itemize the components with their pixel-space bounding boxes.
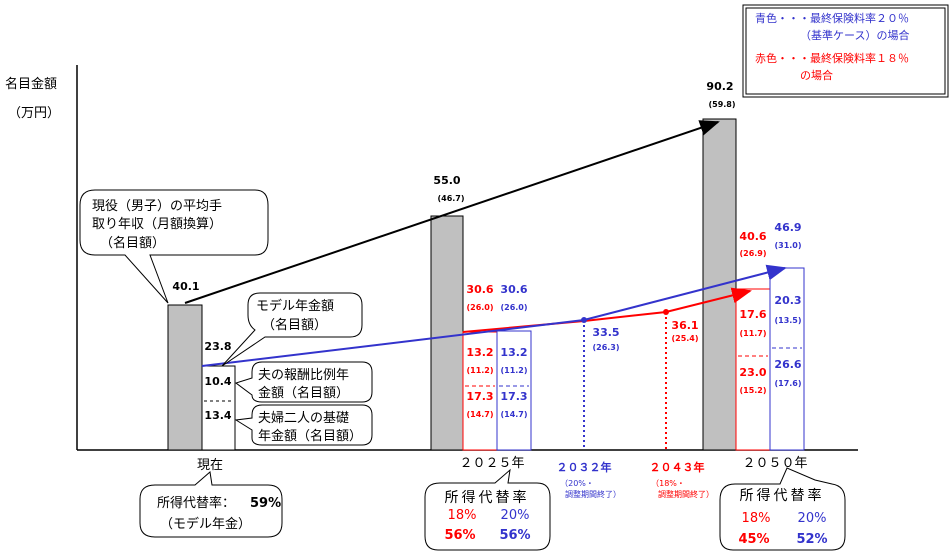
- svg-text:18%: 18%: [742, 511, 771, 526]
- label-2050-red-basic-real: (15.2): [739, 386, 766, 395]
- callout-proportional: 夫の報酬比例年 金額（名目額）: [234, 361, 373, 403]
- bar-2025-red: [462, 331, 498, 451]
- x-label-now: 現在: [197, 458, 223, 473]
- svg-text:45%: 45%: [738, 532, 769, 547]
- label-2050-blue-total: 46.9: [774, 221, 801, 234]
- replacement-2050: 所得代替率 18% 20% 45% 52%: [719, 467, 846, 551]
- label-2025-blue-total-real: (26.0): [500, 303, 527, 312]
- svg-text:20%: 20%: [501, 508, 530, 523]
- svg-text:夫の報酬比例年: 夫の報酬比例年: [258, 368, 349, 383]
- svg-text:52%: 52%: [796, 532, 827, 547]
- svg-text:年金額（名目額）: 年金額（名目額）: [258, 428, 362, 444]
- label-2025-income: 55.0: [433, 174, 460, 187]
- label-2025-blue-basic-real: (14.7): [500, 410, 527, 419]
- label-2025-red-prop-real: (11.2): [466, 366, 493, 375]
- svg-text:（名目額）: （名目額）: [100, 235, 165, 251]
- svg-text:56%: 56%: [444, 528, 475, 543]
- bar-2050-blue: [769, 267, 805, 451]
- bar-current-model: [201, 365, 236, 451]
- y-axis-unit: （万円）: [8, 106, 60, 121]
- label-2025-red-basic-real: (14.7): [466, 410, 493, 419]
- x-label-2025: ２０２５年: [459, 456, 524, 471]
- svg-text:56%: 56%: [499, 528, 530, 543]
- label-2025-blue-prop: 13.2: [500, 346, 527, 359]
- label-2025-blue-basic: 17.3: [500, 390, 527, 403]
- label-2025-blue-prop-real: (11.2): [500, 366, 527, 375]
- note-2032-1: （20%・: [560, 479, 594, 488]
- label-2025-red-total-real: (26.0): [466, 303, 493, 312]
- label-2025-red-basic: 17.3: [466, 390, 493, 403]
- label-2025-red-total: 30.6: [466, 283, 493, 296]
- label-2050-red-prop: 17.6: [739, 308, 766, 321]
- note-2043-2: 調整期間終了）: [658, 489, 714, 499]
- label-2050-red-total-real: (26.9): [739, 249, 766, 258]
- bar-2025-income: [430, 215, 464, 451]
- legend-red-1: 赤色・・・最終保険料率１８％: [755, 51, 909, 65]
- svg-text:所得代替率：: 所得代替率：: [157, 495, 235, 511]
- legend-box: [742, 4, 949, 98]
- label-2025-blue-total: 30.6: [500, 283, 527, 296]
- label-2025-income-real: (46.7): [437, 194, 464, 203]
- svg-text:現役（男子）の平均手: 現役（男子）の平均手: [92, 199, 222, 214]
- svg-text:（名目額）: （名目額）: [262, 317, 327, 333]
- bar-2025-blue: [496, 330, 532, 451]
- label-2050-blue-prop: 20.3: [774, 294, 801, 307]
- label-2043-value: 36.1: [671, 319, 698, 332]
- callout-basic: 夫婦二人の基礎 年金額（名目額）: [234, 404, 373, 446]
- label-2032-real: (26.3): [592, 343, 619, 352]
- svg-text:所得代替率: 所得代替率: [445, 489, 530, 506]
- income-trend-arrow: [184, 120, 720, 304]
- legend-blue-2: （基準ケース）の場合: [800, 28, 909, 42]
- svg-text:モデル年金額: モデル年金額: [256, 298, 334, 314]
- note-2043-1: （18%・: [651, 479, 685, 488]
- label-current-income: 40.1: [172, 280, 199, 293]
- label-2050-blue-basic-real: (17.6): [774, 379, 801, 388]
- callout-model: モデル年金額 （名目額）: [221, 292, 363, 367]
- label-2050-income: 90.2: [706, 80, 733, 93]
- x-label-2050: ２０５０年: [742, 456, 807, 471]
- svg-text:夫婦二人の基礎: 夫婦二人の基礎: [258, 410, 349, 426]
- y-axis-label: 名目金額: [5, 76, 57, 92]
- svg-text:（モデル年金）: （モデル年金）: [160, 516, 251, 532]
- point-2032: [581, 317, 587, 323]
- label-2050-red-total: 40.6: [739, 230, 766, 243]
- svg-text:取り年収（月額換算）: 取り年収（月額換算）: [92, 217, 222, 232]
- note-2032-2: 調整期間終了）: [565, 489, 621, 499]
- bar-2050-red: [735, 288, 771, 451]
- point-2043: [663, 309, 669, 315]
- label-2050-red-basic: 23.0: [739, 366, 766, 379]
- label-2050-blue-basic: 26.6: [774, 358, 801, 371]
- label-current-model: 23.8: [204, 340, 231, 353]
- label-current-basic: 13.4: [204, 409, 231, 422]
- legend-blue-1: 青色・・・最終保険料率２０％: [755, 11, 909, 25]
- callout-income: 現役（男子）の平均手 取り年収（月額換算） （名目額）: [79, 189, 269, 304]
- label-2050-income-real: (59.8): [708, 100, 735, 109]
- x-label-2032: ２０３２年: [557, 460, 612, 474]
- label-2050-blue-prop-real: (13.5): [774, 316, 801, 325]
- replacement-2025: 所得代替率 18% 20% 56% 56%: [424, 468, 551, 551]
- svg-text:59%: 59%: [250, 496, 281, 511]
- label-2050-red-prop-real: (11.7): [739, 329, 766, 338]
- label-current-proportional: 10.4: [204, 375, 231, 388]
- x-label-2043: ２０４３年: [650, 460, 705, 474]
- legend-red-2: の場合: [800, 68, 833, 82]
- label-2050-blue-total-real: (31.0): [774, 241, 801, 250]
- label-2032-value: 33.5: [592, 326, 619, 339]
- svg-text:金額（名目額）: 金額（名目額）: [258, 385, 349, 401]
- label-2025-red-prop: 13.2: [466, 346, 493, 359]
- bar-current-income: [167, 304, 203, 451]
- replacement-now: 所得代替率： 59% （モデル年金）: [139, 471, 283, 538]
- svg-text:20%: 20%: [798, 511, 827, 526]
- svg-text:18%: 18%: [448, 508, 477, 523]
- svg-text:所得代替率: 所得代替率: [740, 487, 825, 504]
- label-2043-real: (25.4): [671, 334, 698, 343]
